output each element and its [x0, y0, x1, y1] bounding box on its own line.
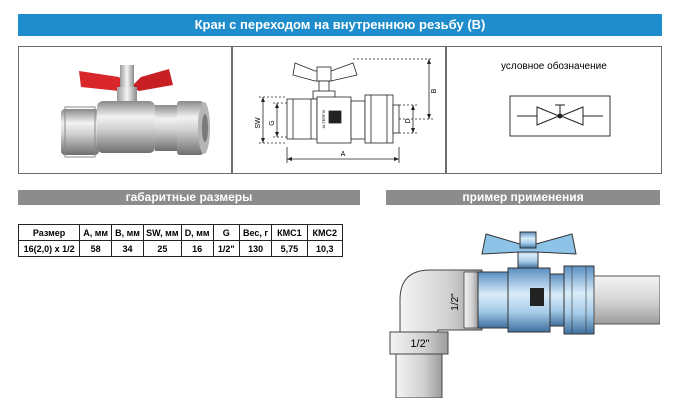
thread-label-horizontal: 1/2" [410, 338, 429, 350]
header-kms1: КМС1 [271, 224, 308, 241]
dim-g-label: G [269, 120, 276, 125]
header-a: A, мм [79, 224, 113, 241]
dim-b-label: B [431, 88, 438, 93]
page-title: Кран с переходом на внутреннюю резьбу (В… [18, 14, 662, 36]
cell-a: 58 [79, 240, 113, 257]
table-header-row: Размер A, мм B, мм SW, мм D, мм G Вес, г… [17, 224, 344, 241]
example-title: пример применения [386, 190, 660, 205]
product-photo-box [18, 46, 232, 174]
thread-label-vertical: 1/2" [450, 293, 461, 311]
header-sw: SW, мм [142, 224, 182, 241]
dim-sw-label: SW [255, 117, 262, 129]
product-photo [61, 65, 210, 158]
cell-kms2: 10,3 [306, 240, 344, 257]
symbol-label: условное обозначение [501, 61, 607, 72]
dim-d-label: D [405, 118, 412, 123]
table-row: 16(2,0) x 1/2 58 34 25 16 1/2" 130 5,75 … [17, 240, 344, 257]
header-kms2: КМС2 [306, 224, 344, 241]
technical-drawing: SW G A B D ALTERFIX [255, 58, 438, 163]
dimensions-title: габаритные размеры [18, 190, 360, 205]
dimensions-table: Размер A, мм B, мм SW, мм D, мм G Вес, г… [17, 224, 344, 257]
brand-label: ALTERFIX [321, 109, 326, 128]
header-g: G [212, 224, 240, 241]
cell-weight: 130 [238, 240, 273, 257]
cell-d: 16 [180, 240, 214, 257]
cell-size: 16(2,0) x 1/2 [17, 240, 81, 257]
dim-a-label: A [341, 151, 346, 158]
header-size: Размер [17, 224, 81, 241]
cell-sw: 25 [142, 240, 182, 257]
cell-b: 34 [111, 240, 144, 257]
header-weight: Вес, г [238, 224, 273, 241]
header-d: D, мм [180, 224, 214, 241]
valve-symbol [509, 95, 611, 137]
cell-g: 1/2" [212, 240, 240, 257]
technical-drawing-box: SW G A B D ALTERFIX [232, 46, 446, 174]
cell-kms1: 5,75 [271, 240, 308, 257]
symbol-box: условное обозначение [446, 46, 662, 174]
example-illustration: 1/2" 1/2" [389, 231, 660, 398]
header-b: B, мм [111, 224, 144, 241]
